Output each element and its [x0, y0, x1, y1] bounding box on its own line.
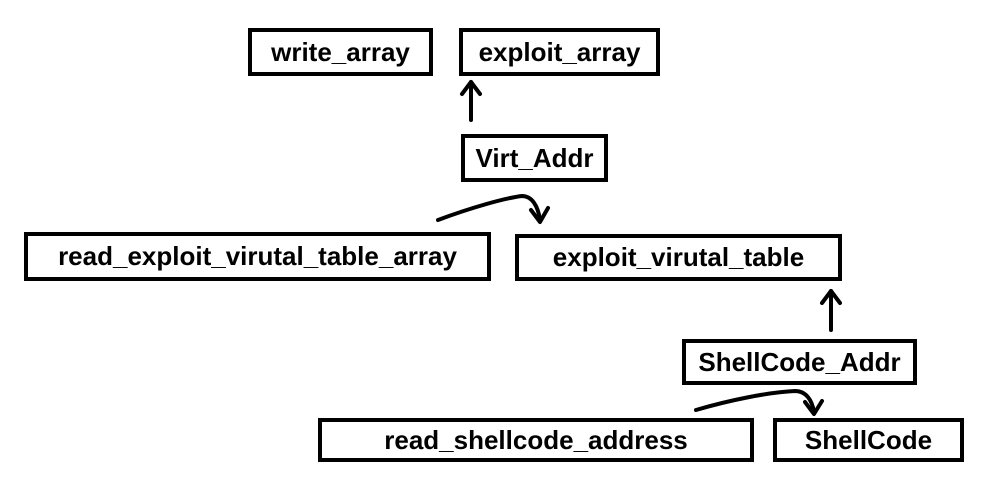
node-read-exploit-virutal-table-array: read_exploit_virutal_table_array: [24, 232, 491, 281]
node-exploit-array: exploit_array: [459, 28, 660, 76]
arrow-head: [803, 399, 824, 416]
arrow-head: [820, 289, 842, 305]
node-read-shellcode-address: read_shellcode_address: [318, 418, 754, 462]
arrow-shaft: [694, 389, 816, 414]
curved-arrow-to-shellcode: [694, 389, 824, 416]
node-exploit-virutal-table: exploit_virutal_table: [515, 234, 842, 281]
arrow-virt-addr-to-exploit-array: [460, 80, 482, 122]
node-shellcode-addr: ShellCode_Addr: [682, 339, 917, 385]
arrow-head: [460, 80, 482, 96]
arrow-head: [529, 206, 550, 224]
arrow-shellcode-addr-to-exploit-virutal-table: [820, 289, 842, 332]
node-write-array: write_array: [248, 28, 433, 76]
arrow-shaft: [436, 194, 542, 222]
node-virt-addr: Virt_Addr: [461, 134, 608, 182]
node-shellcode: ShellCode: [773, 418, 964, 462]
curved-arrow-to-exploit-virutal-table: [436, 194, 550, 224]
